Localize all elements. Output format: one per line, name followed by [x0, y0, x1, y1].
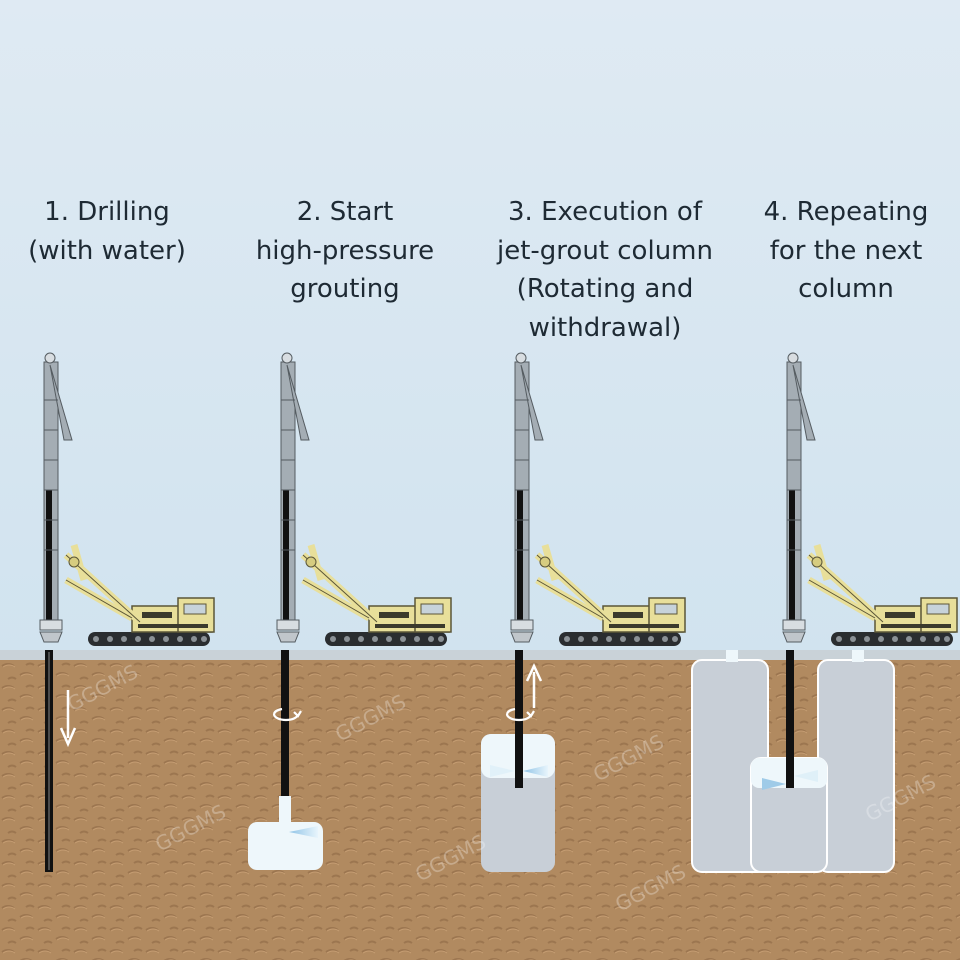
down-arrow-icon	[59, 690, 77, 748]
step-3-line-4: withdrawal)	[528, 312, 682, 343]
rotation-icon	[505, 707, 535, 722]
step-2-line-3: grouting	[290, 274, 400, 304]
step-4-heading: 4. Repeating for the next column	[731, 193, 960, 309]
step-3-line-2: jet-grout column	[497, 235, 713, 266]
ground-surface	[0, 650, 960, 660]
rotation-icon	[272, 707, 302, 722]
step-4-line-2: for the next	[769, 235, 923, 266]
grout-column-set	[817, 659, 895, 873]
step-2-line-1: 2. Start	[296, 197, 394, 227]
step-4-line-3: column	[798, 274, 894, 304]
step-4-repeating	[691, 353, 957, 873]
step-2-heading: 2. Start high-pressure grouting	[230, 193, 460, 309]
drill-rod	[786, 650, 794, 788]
grout-jet-icon	[289, 826, 318, 838]
step-3-heading: 3. Execution of jet-grout column (Rotati…	[490, 193, 720, 347]
grout-jet-icon	[762, 778, 786, 790]
step-3-line-3: (Rotating and	[516, 274, 694, 304]
step-1-line-1: 1. Drilling	[44, 197, 170, 227]
up-arrow-icon	[525, 663, 543, 708]
grout-jet-icon	[523, 765, 548, 777]
step-4-line-1: 4. Repeating	[763, 197, 929, 227]
step-1-heading: 1. Drilling (with water)	[0, 193, 222, 270]
drill-rod	[281, 650, 289, 798]
step-2-start-grouting	[248, 353, 451, 870]
step-2-line-2: high-pressure	[255, 235, 435, 266]
step-3-line-1: 3. Execution of	[508, 197, 702, 227]
step-3-execution	[481, 353, 685, 872]
step-1-drilling	[40, 353, 214, 872]
step-1-line-2: (with water)	[28, 235, 186, 266]
